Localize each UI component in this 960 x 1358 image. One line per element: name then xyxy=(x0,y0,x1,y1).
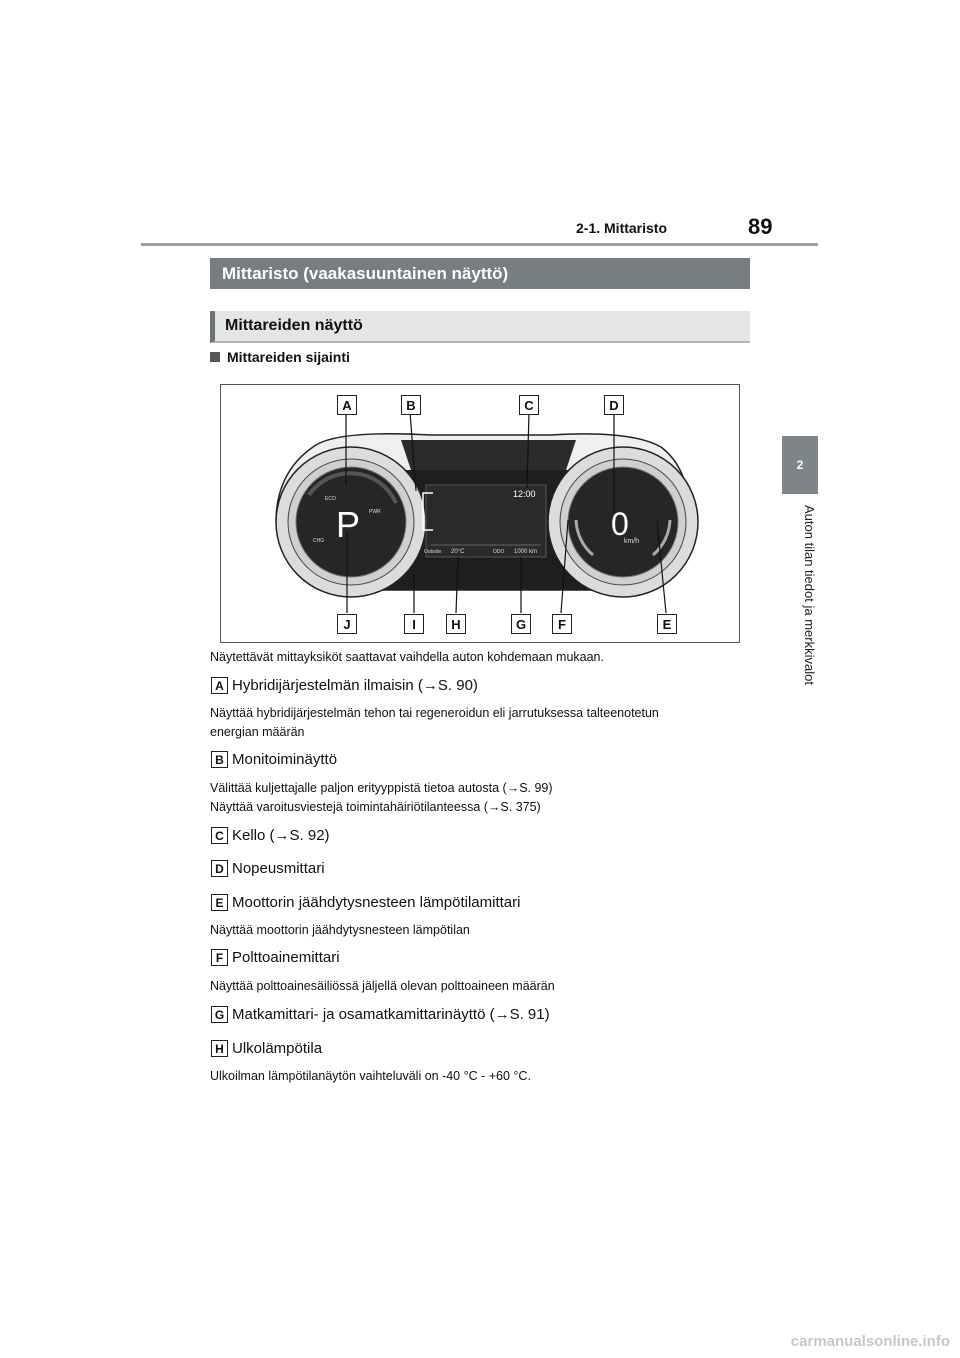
leader-line-c xyxy=(526,411,530,489)
eco-label: ECO xyxy=(325,496,336,502)
item-desc-h: Ulkoilman lämpötilanäytön vaihteluväli o… xyxy=(210,1067,531,1086)
leader-line-f xyxy=(560,519,569,614)
item-title-text: Ulkolämpötila xyxy=(232,1040,323,1057)
badge-b: B xyxy=(211,751,228,768)
item-title-text: Moottorin jäähdytysnesteen lämpötilamitt… xyxy=(232,894,521,911)
figure-caption: Näytettävät mittayksiköt saattavat vaihd… xyxy=(210,650,604,664)
header-divider xyxy=(141,243,818,246)
item-title-text: Kello (→S. 92) xyxy=(232,827,330,844)
odo-label: ODO xyxy=(493,549,505,555)
chg-label: CHG xyxy=(313,538,324,544)
leader-line-b xyxy=(409,411,417,492)
temp-gauge-arc xyxy=(651,519,672,557)
callout-g: G xyxy=(511,614,531,634)
callout-j: J xyxy=(337,614,357,634)
watermark: carmanualsonline.info xyxy=(790,1333,950,1350)
gear-indicator: P xyxy=(336,504,360,545)
chapter-tab: 2 xyxy=(782,436,818,494)
speed-unit: km/h xyxy=(624,538,639,545)
desc-line: energian määrän xyxy=(210,725,305,739)
item-title-text: Nopeusmittari xyxy=(232,860,325,877)
desc-line: Näyttää polttoainesäiliössä jäljellä ole… xyxy=(210,979,555,993)
callout-f: F xyxy=(552,614,572,634)
sub-heading-text: Mittareiden sijainti xyxy=(227,349,350,365)
desc-line: Ulkoilman lämpötilanäytön vaihteluväli o… xyxy=(210,1069,531,1083)
speed-readout: 0 xyxy=(611,506,629,542)
callout-c: C xyxy=(519,395,539,415)
item-title-text: Matkamittari- ja osamatkamittarinäyttö (… xyxy=(232,1006,550,1023)
section-label: 2-1. Mittaristo xyxy=(576,220,668,236)
badge-a: A xyxy=(211,677,228,694)
desc-line: Näyttää moottorin jäähdytysnesteen lämpö… xyxy=(210,923,470,937)
sub-heading: Mittareiden sijainti xyxy=(210,349,350,365)
display-bracket xyxy=(422,492,433,531)
badge-g: G xyxy=(211,1006,228,1023)
leader-line-e xyxy=(656,519,667,614)
odo-value: 1000 km xyxy=(514,549,537,555)
item-desc-e: Näyttää moottorin jäähdytysnesteen lämpö… xyxy=(210,921,470,940)
callout-a: A xyxy=(337,395,357,415)
page-title: Mittaristo (vaakasuuntainen näyttö) xyxy=(210,258,750,289)
item-title-text: Hybridijärjestelmän ilmaisin (→S. 90) xyxy=(232,677,478,694)
desc-line: Näyttää varoitusviestejä toimintahäiriöt… xyxy=(210,800,541,814)
item-title-text: Monitoiminäyttö xyxy=(232,751,338,768)
outside-label: Outside xyxy=(424,549,441,555)
clock-readout: 12:00 xyxy=(513,489,536,499)
callout-e: E xyxy=(657,614,677,634)
item-desc-f: Näyttää polttoainesäiliössä jäljellä ole… xyxy=(210,977,555,996)
badge-e: E xyxy=(211,894,228,911)
callout-b: B xyxy=(401,395,421,415)
cluster-illustration: P 0 km/h ECO PWR CHG 12:00 Outside 20°C … xyxy=(275,411,699,614)
badge-d: D xyxy=(211,860,228,877)
instrument-cluster-figure: P 0 km/h ECO PWR CHG 12:00 Outside 20°C … xyxy=(220,384,740,643)
fuel-gauge-arc xyxy=(574,519,595,557)
desc-line: Välittää kuljettajalle paljon erityyppis… xyxy=(210,781,553,795)
badge-f: F xyxy=(211,949,228,966)
chapter-title: Auton tilan tiedot ja merkkivalot xyxy=(802,505,817,685)
outside-temp: 20°C xyxy=(451,549,465,555)
visor xyxy=(401,440,576,470)
square-bullet-icon xyxy=(210,352,220,363)
hybrid-indicator-arc xyxy=(307,471,398,504)
desc-line: Näyttää hybridijärjestelmän tehon tai re… xyxy=(210,706,659,720)
badge-h: H xyxy=(211,1040,228,1057)
callout-i: I xyxy=(404,614,424,634)
badge-c: C xyxy=(211,827,228,844)
callout-d: D xyxy=(604,395,624,415)
leader-line-h xyxy=(455,556,459,614)
callout-h: H xyxy=(446,614,466,634)
item-desc-a: Näyttää hybridijärjestelmän tehon tai re… xyxy=(210,704,659,742)
page-number: 89 xyxy=(748,214,773,239)
item-desc-b: Välittää kuljettajalle paljon erityyppis… xyxy=(210,779,553,817)
section-title: Mittareiden näyttö xyxy=(210,311,750,343)
item-title-text: Polttoainemittari xyxy=(232,949,340,966)
pwr-label: PWR xyxy=(369,509,381,515)
